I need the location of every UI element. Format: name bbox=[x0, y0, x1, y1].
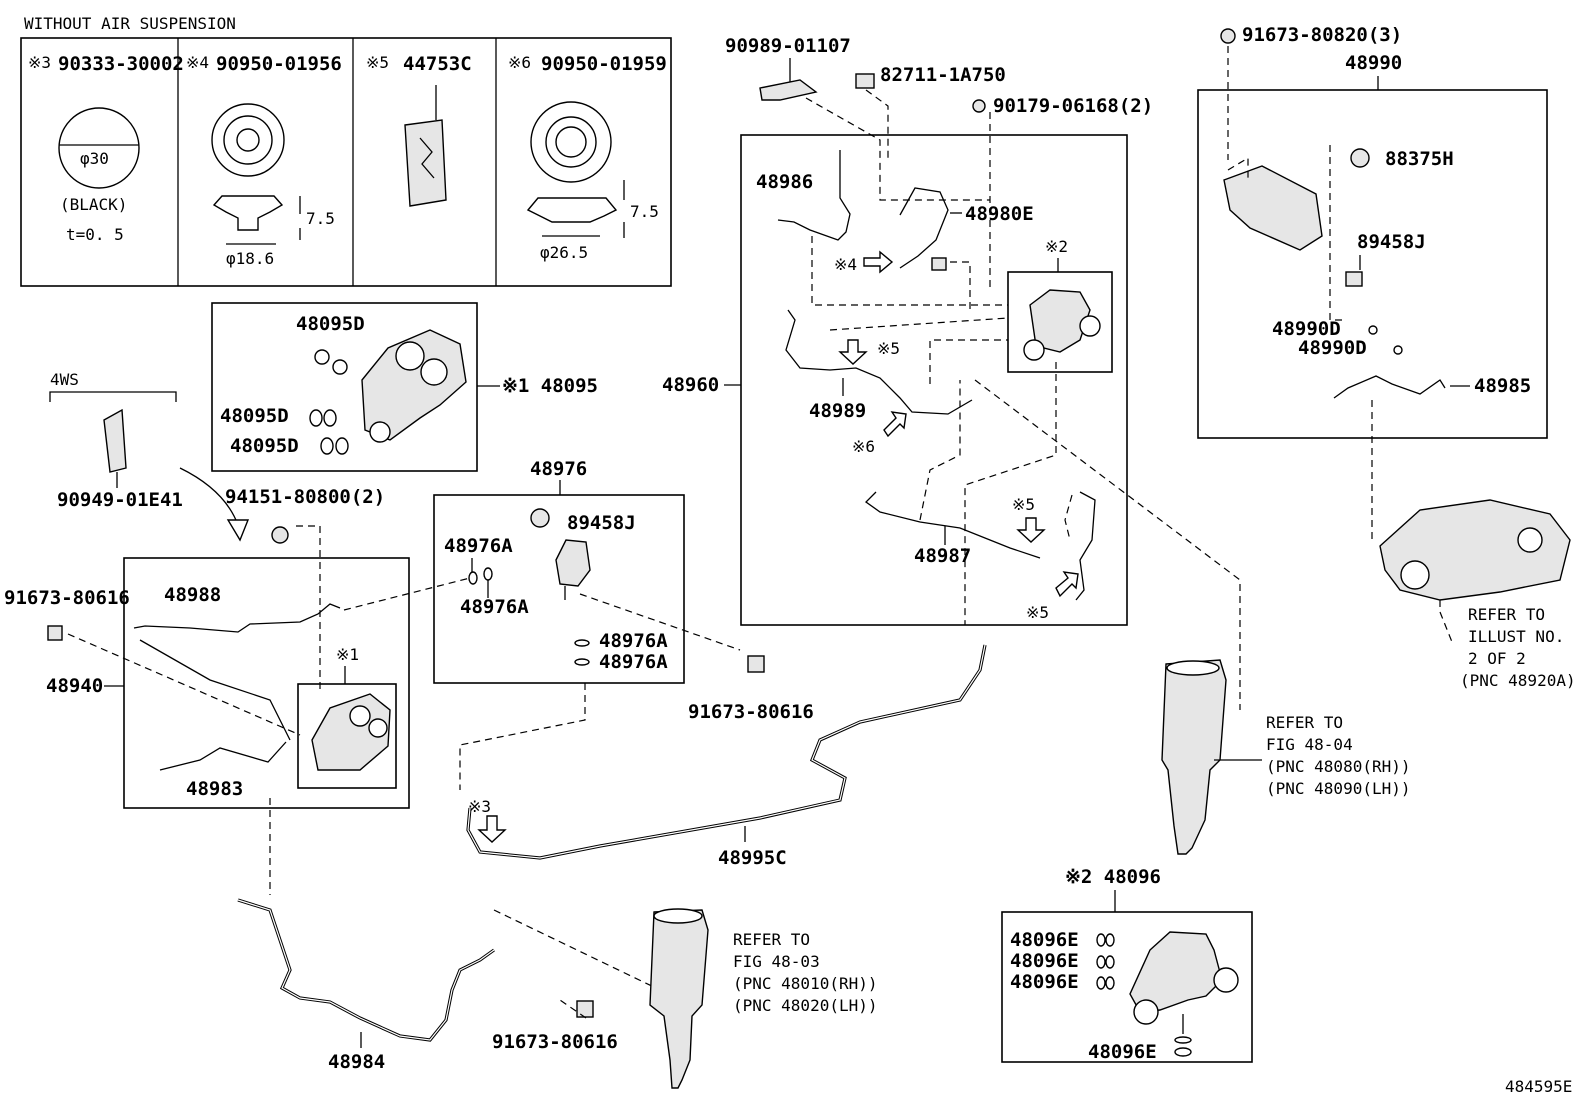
label-88375H: 88375H bbox=[1385, 148, 1454, 170]
ref-4804-3: (PNC 48080(RH)) bbox=[1266, 757, 1411, 776]
section-4ws: 4WS bbox=[50, 370, 79, 389]
mark-m6: ※6 bbox=[852, 437, 875, 456]
label-48989: 48989 bbox=[809, 400, 866, 422]
label-48095D-b: 48095D bbox=[220, 405, 289, 427]
label-90179: 90179-06168(2) bbox=[993, 95, 1153, 117]
ref-illust-2: ILLUST NO. bbox=[1468, 627, 1564, 646]
label-48096E-b: 48096E bbox=[1010, 950, 1079, 972]
label-82711: 82711-1A750 bbox=[880, 64, 1006, 86]
inset-4-part: 90950-01956 bbox=[216, 53, 342, 75]
label-91673-c: 91673-80820(3) bbox=[1242, 24, 1402, 46]
label-48976A-a: 48976A bbox=[444, 535, 513, 557]
ref-4803-2: FIG 48-03 bbox=[733, 952, 820, 971]
label-48940: 48940 bbox=[46, 675, 103, 697]
box-48940 bbox=[123, 557, 410, 809]
label-48995C: 48995C bbox=[718, 847, 787, 869]
mark-m3: ※3 bbox=[468, 797, 491, 816]
label-48985: 48985 bbox=[1474, 375, 1531, 397]
inset-6-part: 90950-01959 bbox=[541, 53, 667, 75]
label-48096E-a: 48096E bbox=[1010, 929, 1079, 951]
label-48095D-c: 48095D bbox=[230, 435, 299, 457]
ref-4803-3: (PNC 48010(RH)) bbox=[733, 974, 878, 993]
inset-5-part: 44753C bbox=[403, 53, 472, 75]
inset-6-height: 7.5 bbox=[630, 202, 659, 221]
label-48095D-a: 48095D bbox=[296, 313, 365, 335]
ref-illust-1: REFER TO bbox=[1468, 605, 1545, 624]
valve-48976-body bbox=[555, 539, 591, 587]
label-48960: 48960 bbox=[662, 374, 719, 396]
label-94151: 94151-80800(2) bbox=[225, 486, 385, 508]
valve-48095-box bbox=[211, 302, 478, 472]
ref-4803-1: REFER TO bbox=[733, 930, 810, 949]
inset-3-part: 90333-30002 bbox=[58, 53, 184, 75]
label-48976A-d: 48976A bbox=[599, 651, 668, 673]
label-48983: 48983 bbox=[186, 778, 243, 800]
ref-4804-2: FIG 48-04 bbox=[1266, 735, 1353, 754]
box-m1 bbox=[297, 683, 397, 789]
box-48096 bbox=[1001, 911, 1253, 1063]
label-48990: 48990 bbox=[1345, 52, 1402, 74]
label-91673-a: 91673-80616 bbox=[4, 587, 130, 609]
washer-shape bbox=[58, 107, 140, 189]
label-91673-d: 91673-80616 bbox=[492, 1031, 618, 1053]
label-89458J-a: 89458J bbox=[567, 512, 636, 534]
label-48096E-c: 48096E bbox=[1010, 971, 1079, 993]
inset-3-mark: ※3 bbox=[28, 53, 51, 72]
label-91673-b: 91673-80616 bbox=[688, 701, 814, 723]
label-89458J-b: 89458J bbox=[1357, 231, 1426, 253]
mark-m5-c: ※5 bbox=[1026, 603, 1049, 622]
inset-3-dia: φ30 bbox=[80, 149, 109, 168]
label-48096E-d: 48096E bbox=[1088, 1041, 1157, 1063]
box-48976 bbox=[433, 494, 685, 684]
inset-5-mark: ※5 bbox=[366, 53, 389, 72]
label-48990D-b: 48990D bbox=[1298, 337, 1367, 359]
label-48986: 48986 bbox=[756, 171, 813, 193]
rear-air-spring bbox=[1161, 659, 1227, 855]
mark-m5-b: ※5 bbox=[1012, 495, 1035, 514]
inset-3-note1: (BLACK) bbox=[60, 195, 127, 214]
label-48990D-a: 48990D bbox=[1272, 318, 1341, 340]
bracket-90949 bbox=[103, 408, 127, 473]
mark-m1: ※1 bbox=[336, 645, 359, 664]
ref-illust-4: (PNC 48920A) bbox=[1460, 671, 1576, 690]
label-48976: 48976 bbox=[530, 458, 587, 480]
clip-shape bbox=[404, 119, 447, 207]
front-air-spring bbox=[649, 909, 709, 1089]
mark-m2-a: ※2 bbox=[1045, 237, 1068, 256]
box-48960 bbox=[740, 134, 1128, 626]
label-48095: ※1 48095 bbox=[502, 375, 598, 397]
label-48980E: 48980E bbox=[965, 203, 1034, 225]
ref-4803-4: (PNC 48020(LH)) bbox=[733, 996, 878, 1015]
clamp-90989 bbox=[759, 79, 818, 101]
label-48987: 48987 bbox=[914, 545, 971, 567]
label-48984: 48984 bbox=[328, 1051, 385, 1073]
inset-6-dia: φ26.5 bbox=[540, 243, 588, 262]
inset-4-height: 7.5 bbox=[306, 209, 335, 228]
label-48988: 48988 bbox=[164, 584, 221, 606]
ref-4804-4: (PNC 48090(LH)) bbox=[1266, 779, 1411, 798]
figure-id: 484595E bbox=[1505, 1077, 1572, 1096]
box-m2 bbox=[1007, 271, 1113, 373]
label-90989: 90989-01107 bbox=[725, 35, 851, 57]
inset-6-mark: ※6 bbox=[508, 53, 531, 72]
canister-48990 bbox=[1223, 165, 1323, 251]
mark-m5-a: ※5 bbox=[877, 339, 900, 358]
inset-table bbox=[20, 37, 672, 287]
label-90949: 90949-01E41 bbox=[57, 489, 183, 511]
inset-4-mark: ※4 bbox=[186, 53, 209, 72]
valve-m1-body bbox=[311, 693, 391, 771]
header-title: WITHOUT AIR SUSPENSION bbox=[24, 14, 236, 33]
ref-4804-1: REFER TO bbox=[1266, 713, 1343, 732]
label-48096: ※2 48096 bbox=[1065, 866, 1161, 888]
inset-3-note2: t=0. 5 bbox=[66, 225, 124, 244]
mark-m4: ※4 bbox=[834, 255, 857, 274]
inset-4-dia: φ18.6 bbox=[226, 249, 274, 268]
ref-illust-3: 2 OF 2 bbox=[1468, 649, 1526, 668]
label-48976A-c: 48976A bbox=[599, 630, 668, 652]
label-48976A-b: 48976A bbox=[460, 596, 529, 618]
